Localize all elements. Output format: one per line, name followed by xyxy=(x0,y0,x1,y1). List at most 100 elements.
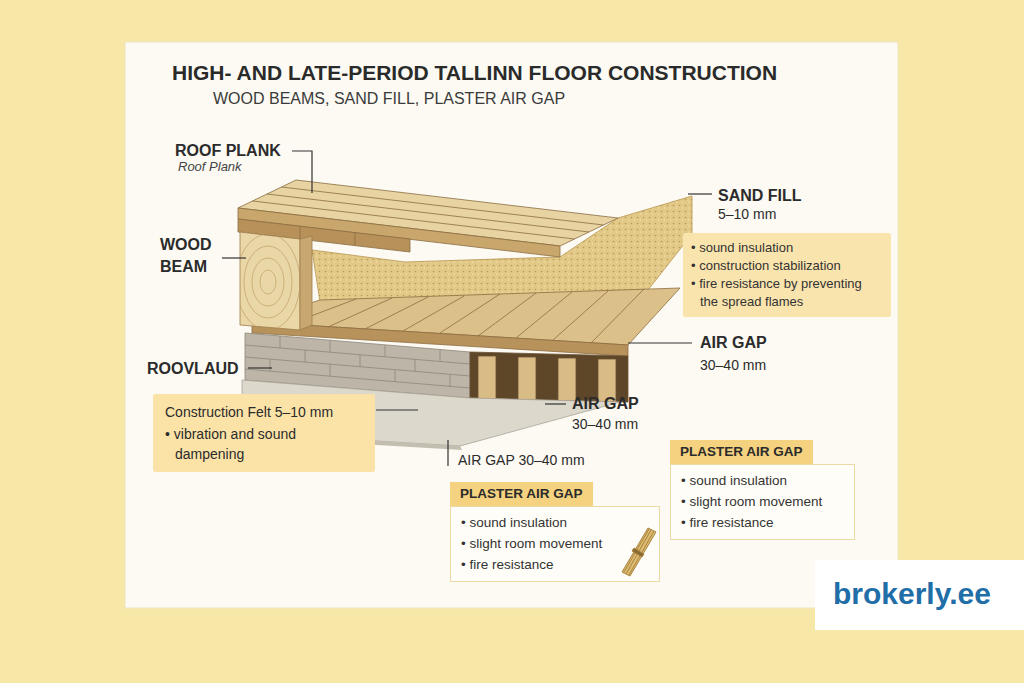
reed-bundle-icon xyxy=(626,530,651,574)
stone-layer xyxy=(440,349,441,361)
callout-title: PLASTER AIR GAP xyxy=(450,482,593,506)
leader-lines xyxy=(376,409,418,410)
leader-lines xyxy=(447,440,448,466)
ceiling-deck xyxy=(365,297,428,329)
callout-body: • sound insulation• slight room movement… xyxy=(450,506,660,582)
bullet-item: • slight room movement xyxy=(681,491,844,512)
ceiling-deck xyxy=(440,294,500,333)
leader-lines xyxy=(292,151,312,193)
subtitle: WOOD BEAMS, SAND FILL, PLASTER AIR GAP xyxy=(213,89,565,109)
reed-bundle-icon xyxy=(618,522,660,578)
part-label: ROOF PLANK xyxy=(175,141,281,161)
bullet-item: • sound insulation xyxy=(461,512,649,533)
title-wrap: HIGH- AND LATE-PERIOD TALLINN FLOOR CONS… xyxy=(172,60,777,86)
wood-beam xyxy=(260,270,276,294)
part-label: ROOVLAUD xyxy=(147,359,239,379)
part-label: WOOD BEAM xyxy=(160,234,222,278)
reed-bundle-icon xyxy=(624,529,649,572)
stone-layer xyxy=(385,345,386,357)
stone-layer xyxy=(270,359,271,371)
callout-heading: SAND FILL5–10 mm xyxy=(683,187,891,223)
plaster-callout: PLASTER AIR GAP• sound insulation• sligh… xyxy=(670,440,855,540)
part-label: AIR GAP xyxy=(572,394,639,414)
plaster-callout: PLASTER AIR GAP• sound insulation• sligh… xyxy=(450,482,660,582)
bullet-item: • vibration and sound dampening xyxy=(165,424,363,464)
label-wrap: 30–40 mm xyxy=(700,356,766,374)
ceiling-deck xyxy=(478,293,536,336)
roof-planks xyxy=(300,226,301,239)
bullet-item: • sound insulation xyxy=(681,470,844,491)
dimension: 30–40 mm xyxy=(572,415,638,433)
diagram-title: HIGH- AND LATE-PERIOD TALLINN FLOOR CONS… xyxy=(172,60,777,86)
callout-title: SAND FILL xyxy=(718,187,891,205)
leader-lines xyxy=(628,342,692,343)
label-wrap: WOOD BEAMS, SAND FILL, PLASTER AIR GAP xyxy=(213,89,565,109)
label-wrap: ROOVLAUD xyxy=(147,359,239,379)
ceiling-deck xyxy=(591,289,644,343)
stone-layer xyxy=(450,375,451,387)
stone-layer xyxy=(415,359,416,371)
leader-lines xyxy=(688,193,712,194)
bullet-item: • fire resistance xyxy=(461,554,649,575)
stone-layer xyxy=(330,364,331,376)
stone-layer xyxy=(245,357,470,376)
ceiling-deck xyxy=(328,298,392,327)
leader-lines xyxy=(248,367,272,368)
part-label-italic: Roof Plank xyxy=(178,159,242,175)
joist-gap xyxy=(470,352,628,402)
ceiling-deck xyxy=(553,291,608,340)
callout-body: • sound insulation• slight room movement… xyxy=(670,464,855,540)
roof-planks xyxy=(355,233,356,246)
roof-planks xyxy=(267,194,589,232)
callout-panel: • sound insulation• construction stabili… xyxy=(683,233,891,317)
bullet-item: • fire resistance by preventing the spre… xyxy=(691,275,883,311)
ceiling-deck xyxy=(516,292,572,338)
wood-beam xyxy=(244,246,292,318)
bullet-item: • slight room movement xyxy=(461,533,649,554)
stone-layer xyxy=(280,336,281,348)
felt-callout: Construction Felt 5–10 mm• vibration and… xyxy=(153,394,375,472)
label-wrap: AIR GAP xyxy=(572,394,639,414)
part-label: AIR GAP xyxy=(700,333,767,353)
leader-lines xyxy=(545,403,566,404)
joist-gap xyxy=(470,352,628,402)
stone-layer xyxy=(395,370,396,382)
card xyxy=(125,42,898,608)
wood-beam xyxy=(236,234,300,330)
leader-lines xyxy=(222,257,246,258)
reed-bundle-icon xyxy=(622,528,656,576)
reed-bundle-icon xyxy=(632,548,644,557)
roof-planks xyxy=(282,187,604,225)
bullet-item: • fire resistance xyxy=(681,512,844,533)
label-wrap: ROOF PLANK xyxy=(175,141,281,161)
watermark-panel xyxy=(815,560,1024,630)
joist-gap xyxy=(518,357,536,400)
label-wrap: 30–40 mm xyxy=(572,415,638,433)
dimension: 5–10 mm xyxy=(718,205,891,223)
joist-gap xyxy=(478,356,496,399)
sand-callout: SAND FILL5–10 mm • sound insulation• cons… xyxy=(683,187,891,317)
label-wrap: Roof Plank xyxy=(178,159,242,175)
dimension: AIR GAP 30–40 mm xyxy=(458,451,585,469)
label-wrap: brokerly.ee xyxy=(833,575,991,613)
bullet-item: • sound insulation xyxy=(691,239,883,257)
label-wrap: AIR GAP 30–40 mm xyxy=(458,451,585,469)
wood-beam xyxy=(236,232,312,330)
dimension: 30–40 mm xyxy=(700,356,766,374)
stone-layer xyxy=(245,345,470,364)
stone-layer xyxy=(305,350,306,362)
joist-gap xyxy=(558,358,576,401)
label-wrap: WOOD BEAM xyxy=(160,234,222,278)
stone-layer xyxy=(360,355,361,367)
bullet-item: • construction stabilization xyxy=(691,257,883,275)
label-wrap: AIR GAP xyxy=(700,333,767,353)
ceiling-deck xyxy=(403,296,464,331)
reed-bundle-icon xyxy=(629,531,654,575)
reed-bundle-icon xyxy=(622,528,656,576)
wood-beam xyxy=(236,234,300,330)
callout-title: PLASTER AIR GAP xyxy=(670,440,813,464)
wood-beam xyxy=(252,258,284,306)
callout-title: Construction Felt 5–10 mm xyxy=(165,402,363,422)
card xyxy=(125,42,898,608)
